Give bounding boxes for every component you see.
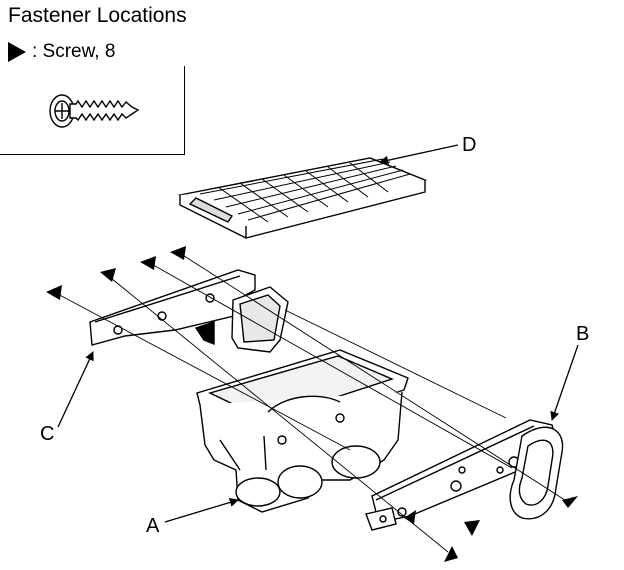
part-a-housing	[196, 349, 409, 513]
screw-legend: : Screw, 8	[8, 40, 115, 64]
screw-marker-3	[140, 256, 156, 270]
screw-location-markers	[46, 246, 578, 562]
screw-icon	[49, 94, 140, 128]
callout-a: A	[146, 515, 160, 537]
callout-leaders	[57, 144, 579, 523]
part-d-panel	[177, 157, 428, 239]
alignment-lines	[53, 251, 569, 553]
leader-a	[164, 498, 239, 523]
callout-c: C	[40, 423, 54, 445]
screw-marker-6	[464, 520, 480, 536]
callout-b: B	[576, 323, 589, 345]
screw-arrow-icon	[8, 42, 26, 62]
callout-d: D	[462, 134, 476, 156]
legend-frame	[0, 66, 185, 155]
part-c-bracket	[89, 269, 289, 353]
screw-marker-2	[100, 268, 116, 282]
screw-marker-4	[170, 246, 186, 260]
leader-d	[379, 144, 459, 165]
screw-marker-7	[562, 496, 578, 508]
screw-marker-5	[444, 546, 458, 562]
leader-b	[550, 344, 579, 421]
leader-c	[57, 351, 94, 428]
screw-legend-label: : Screw, 8	[32, 41, 116, 62]
part-b-bracket	[365, 419, 564, 531]
screw-marker-1	[46, 285, 62, 300]
screw-marker-8	[404, 510, 416, 524]
diagram-title: Fastener Locations	[8, 4, 187, 27]
